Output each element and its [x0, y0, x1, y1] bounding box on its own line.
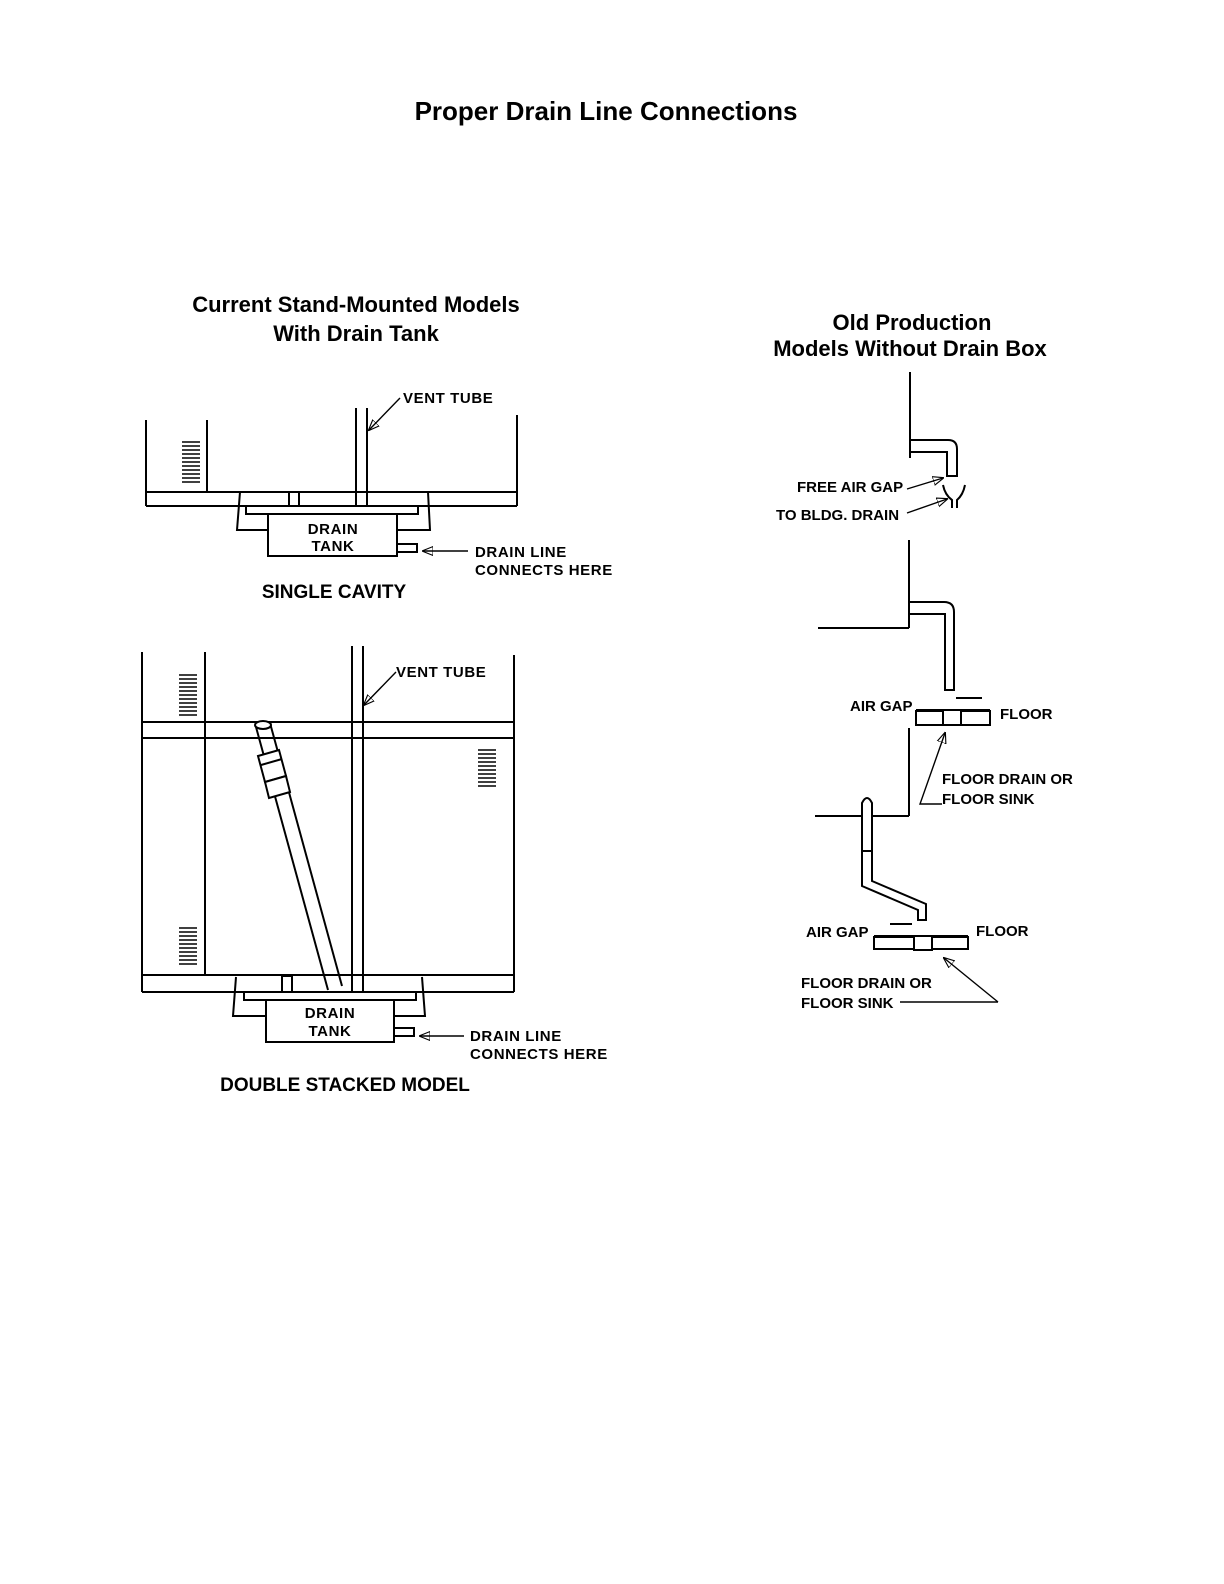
- air-gap-c-label: AIR GAP: [806, 924, 869, 941]
- floor-drain-b-label-1: FLOOR DRAIN OR: [942, 771, 1073, 788]
- right-heading-line2: Models Without Drain Box: [773, 336, 1047, 361]
- floor-drain: [942, 709, 962, 726]
- single-cavity-diagram: [145, 397, 518, 557]
- vent-grille: [182, 441, 200, 483]
- floor-drain-c-label-2: FLOOR SINK: [801, 995, 894, 1012]
- lower-vent-grille: [179, 927, 197, 965]
- drain-outlet: [393, 1027, 415, 1037]
- double-drain-line-label-1: DRAIN LINE: [470, 1028, 562, 1045]
- single-drain-tank-label-1: DRAIN: [308, 521, 359, 538]
- floor-drain-b-label-2: FLOOR SINK: [942, 791, 1035, 808]
- double-stacked-caption: DOUBLE STACKED MODEL: [220, 1075, 470, 1096]
- to-bldg-drain-label: TO BLDG. DRAIN: [776, 507, 899, 524]
- free-air-gap-diagram: [906, 372, 966, 514]
- floor-drain-diagram: [818, 540, 991, 805]
- air-gap-b-label: AIR GAP: [850, 698, 913, 715]
- double-drain-tank-label-1: DRAIN: [305, 1005, 356, 1022]
- drain-tank: [267, 513, 398, 557]
- right-heading-line1: Old Production: [833, 310, 992, 335]
- drain-outlet: [396, 543, 418, 553]
- right-heading: Old Production Models Without Drain Box: [773, 310, 1047, 361]
- double-drain-tank-label-2: TANK: [309, 1023, 352, 1040]
- left-heading-line1: Current Stand-Mounted Models: [192, 292, 520, 317]
- upper-vent-grille: [179, 674, 197, 716]
- floor-sink-diagram: [815, 728, 999, 1003]
- free-air-gap-label: FREE AIR GAP: [797, 479, 903, 496]
- single-drain-line-label-1: DRAIN LINE: [475, 544, 567, 561]
- drain-tank: [265, 999, 395, 1043]
- floor-b-label: FLOOR: [1000, 706, 1053, 723]
- floor-sink: [913, 935, 933, 951]
- double-stacked-diagram: [141, 646, 515, 1043]
- single-vent-tube-label: VENT TUBE: [403, 390, 493, 407]
- page-title: Proper Drain Line Connections: [415, 96, 798, 126]
- connector-pipe: [254, 720, 343, 991]
- single-cavity-caption: SINGLE CAVITY: [262, 582, 407, 603]
- single-drain-line-label-2: CONNECTS HERE: [475, 562, 613, 579]
- floor-c-label: FLOOR: [976, 923, 1029, 940]
- single-drain-tank-label-2: TANK: [312, 538, 355, 555]
- right-vent-grille: [478, 749, 496, 787]
- double-drain-line-label-2: CONNECTS HERE: [470, 1046, 608, 1063]
- left-heading: Current Stand-Mounted Models With Drain …: [192, 292, 520, 346]
- floor-drain-c-label-1: FLOOR DRAIN OR: [801, 975, 932, 992]
- left-heading-line2: With Drain Tank: [273, 321, 439, 346]
- double-vent-tube-label: VENT TUBE: [396, 664, 486, 681]
